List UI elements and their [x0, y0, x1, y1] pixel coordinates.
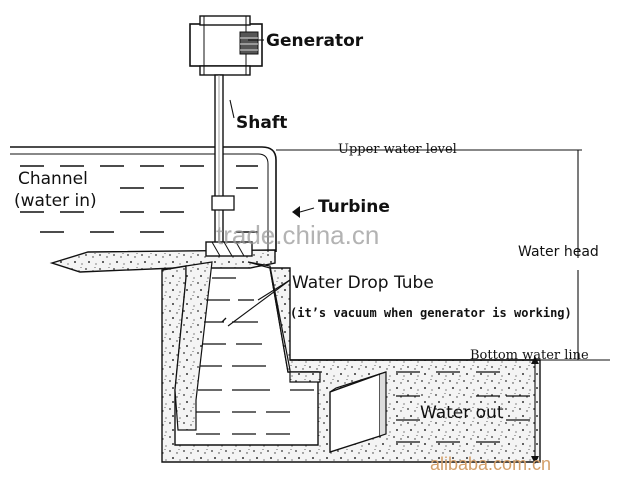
channel-water-dashes: [20, 165, 258, 233]
leader-lines: [227, 39, 610, 464]
drop-tube-right-wall: [247, 261, 321, 383]
water-head-label: Water head: [518, 244, 599, 260]
water-out-label: Water out: [420, 403, 504, 423]
turbine-label: Turbine: [318, 197, 390, 217]
shaft-label: Shaft: [236, 113, 287, 133]
drop-tube-left-wall: [174, 261, 213, 431]
bottom-water-line-label: Bottom water line: [470, 348, 589, 363]
tube-water-dashes: [196, 277, 314, 435]
watermark-center: trade.china.cn: [216, 220, 379, 250]
channel-wall: [10, 146, 277, 252]
channel-label-line2: (water in): [14, 191, 97, 211]
watermark-bottom-right: alibaba.com.cn: [430, 454, 551, 474]
vacuum-note-label: (it’s vacuum when generator is working): [290, 306, 572, 320]
channel-water: [10, 146, 277, 252]
turbine: [205, 195, 300, 257]
channel-wall-inner: [10, 153, 269, 252]
generator-label: Generator: [266, 31, 364, 51]
outlet-gate: [329, 371, 387, 453]
generator: [189, 15, 263, 76]
channel-label-line1: Channel: [18, 169, 88, 189]
upper-water-level-label: Upper water level: [338, 142, 457, 157]
water-drop-tube-label: Water Drop Tube: [292, 273, 434, 293]
